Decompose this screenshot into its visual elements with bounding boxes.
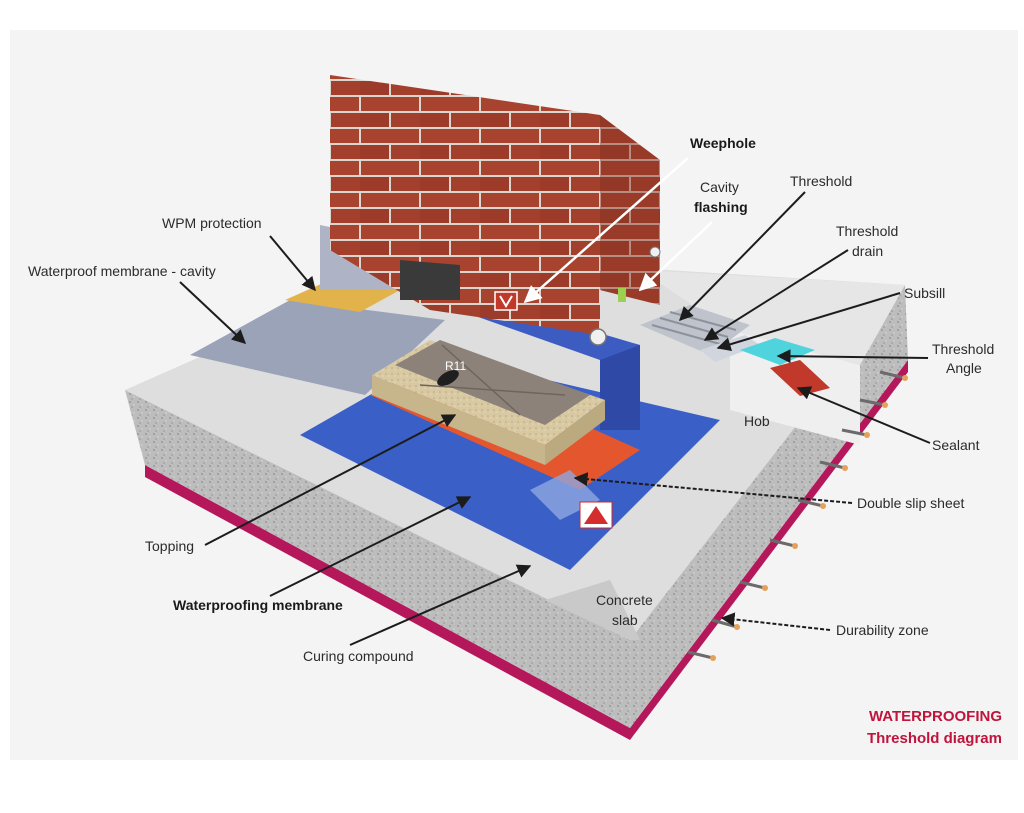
slab-front-face <box>125 390 630 728</box>
sealant-arrow <box>796 386 931 444</box>
subsill-label: Subsill <box>904 285 945 301</box>
cavity-vent-icon <box>589 328 607 346</box>
mat-mark-label: R11 <box>445 359 466 373</box>
threshold-angle-arrow <box>776 349 929 364</box>
membrane-upstand-shade <box>600 345 640 430</box>
waterproofing-membrane-label: Waterproofing membrane <box>173 597 343 613</box>
topping-label: Topping <box>145 538 194 554</box>
flashing-clip-icon <box>618 288 626 302</box>
flashing-label: flashing <box>694 199 748 215</box>
caption-title: WATERPROOFING <box>869 708 1002 725</box>
cavity-opening <box>400 260 460 300</box>
waterproof-membrane-cavity-arrow <box>179 281 247 344</box>
durability-base-right <box>630 360 908 740</box>
threshold-angle-label-2: Angle <box>946 360 982 376</box>
durability-base-left <box>145 465 630 740</box>
threshold-drain-label-1: Threshold <box>836 223 898 239</box>
weephole-label: Weephole <box>690 135 756 151</box>
threshold-label: Threshold <box>790 173 852 189</box>
curing-compound-label: Curing compound <box>303 648 414 664</box>
double-slip-sheet-label: Double slip sheet <box>857 495 965 511</box>
wpm-protection-arrow <box>269 235 316 292</box>
floor-tiles <box>395 340 590 425</box>
waterproof-membrane-cavity-label: Waterproof membrane - cavity <box>28 263 216 279</box>
weephole-arrow <box>523 157 689 304</box>
sealant-label: Sealant <box>932 437 980 453</box>
curing-compound-arrow <box>349 564 532 646</box>
weephole-vent-icon <box>649 246 661 258</box>
topping-side <box>372 375 545 465</box>
caption-subtitle: Threshold diagram <box>867 730 1002 747</box>
durability-zone-label: Durability zone <box>836 622 929 638</box>
cavity-label: Cavity <box>700 179 739 195</box>
subsill-arrow <box>716 292 901 352</box>
sealant-strip <box>770 360 830 396</box>
waterproofing-membrane-arrow <box>269 496 472 597</box>
threshold-angle-label-1: Threshold <box>932 341 994 357</box>
reinforcing-bar-ends <box>710 375 908 661</box>
cavity-flashing-arrow <box>638 221 713 292</box>
footprint-icon <box>437 370 459 386</box>
concrete-slab-label-1: Concrete <box>596 592 653 608</box>
topping-arrow <box>204 414 457 546</box>
concrete-slab-label-2: slab <box>612 612 638 628</box>
wpm-protection-label: WPM protection <box>162 215 262 231</box>
threshold-arrow <box>679 191 806 322</box>
brand-logo-icon <box>584 506 608 524</box>
topping-side-right <box>545 400 605 465</box>
hob-label: Hob <box>744 413 770 429</box>
threshold-drain-label-2: drain <box>852 243 883 259</box>
durability-zone-arrow <box>720 612 831 631</box>
double-slip-sheet-arrow <box>573 472 853 504</box>
concrete-slab-corner <box>545 580 640 640</box>
reinforcing-bars <box>687 370 906 660</box>
threshold-drain-arrow <box>703 249 849 341</box>
